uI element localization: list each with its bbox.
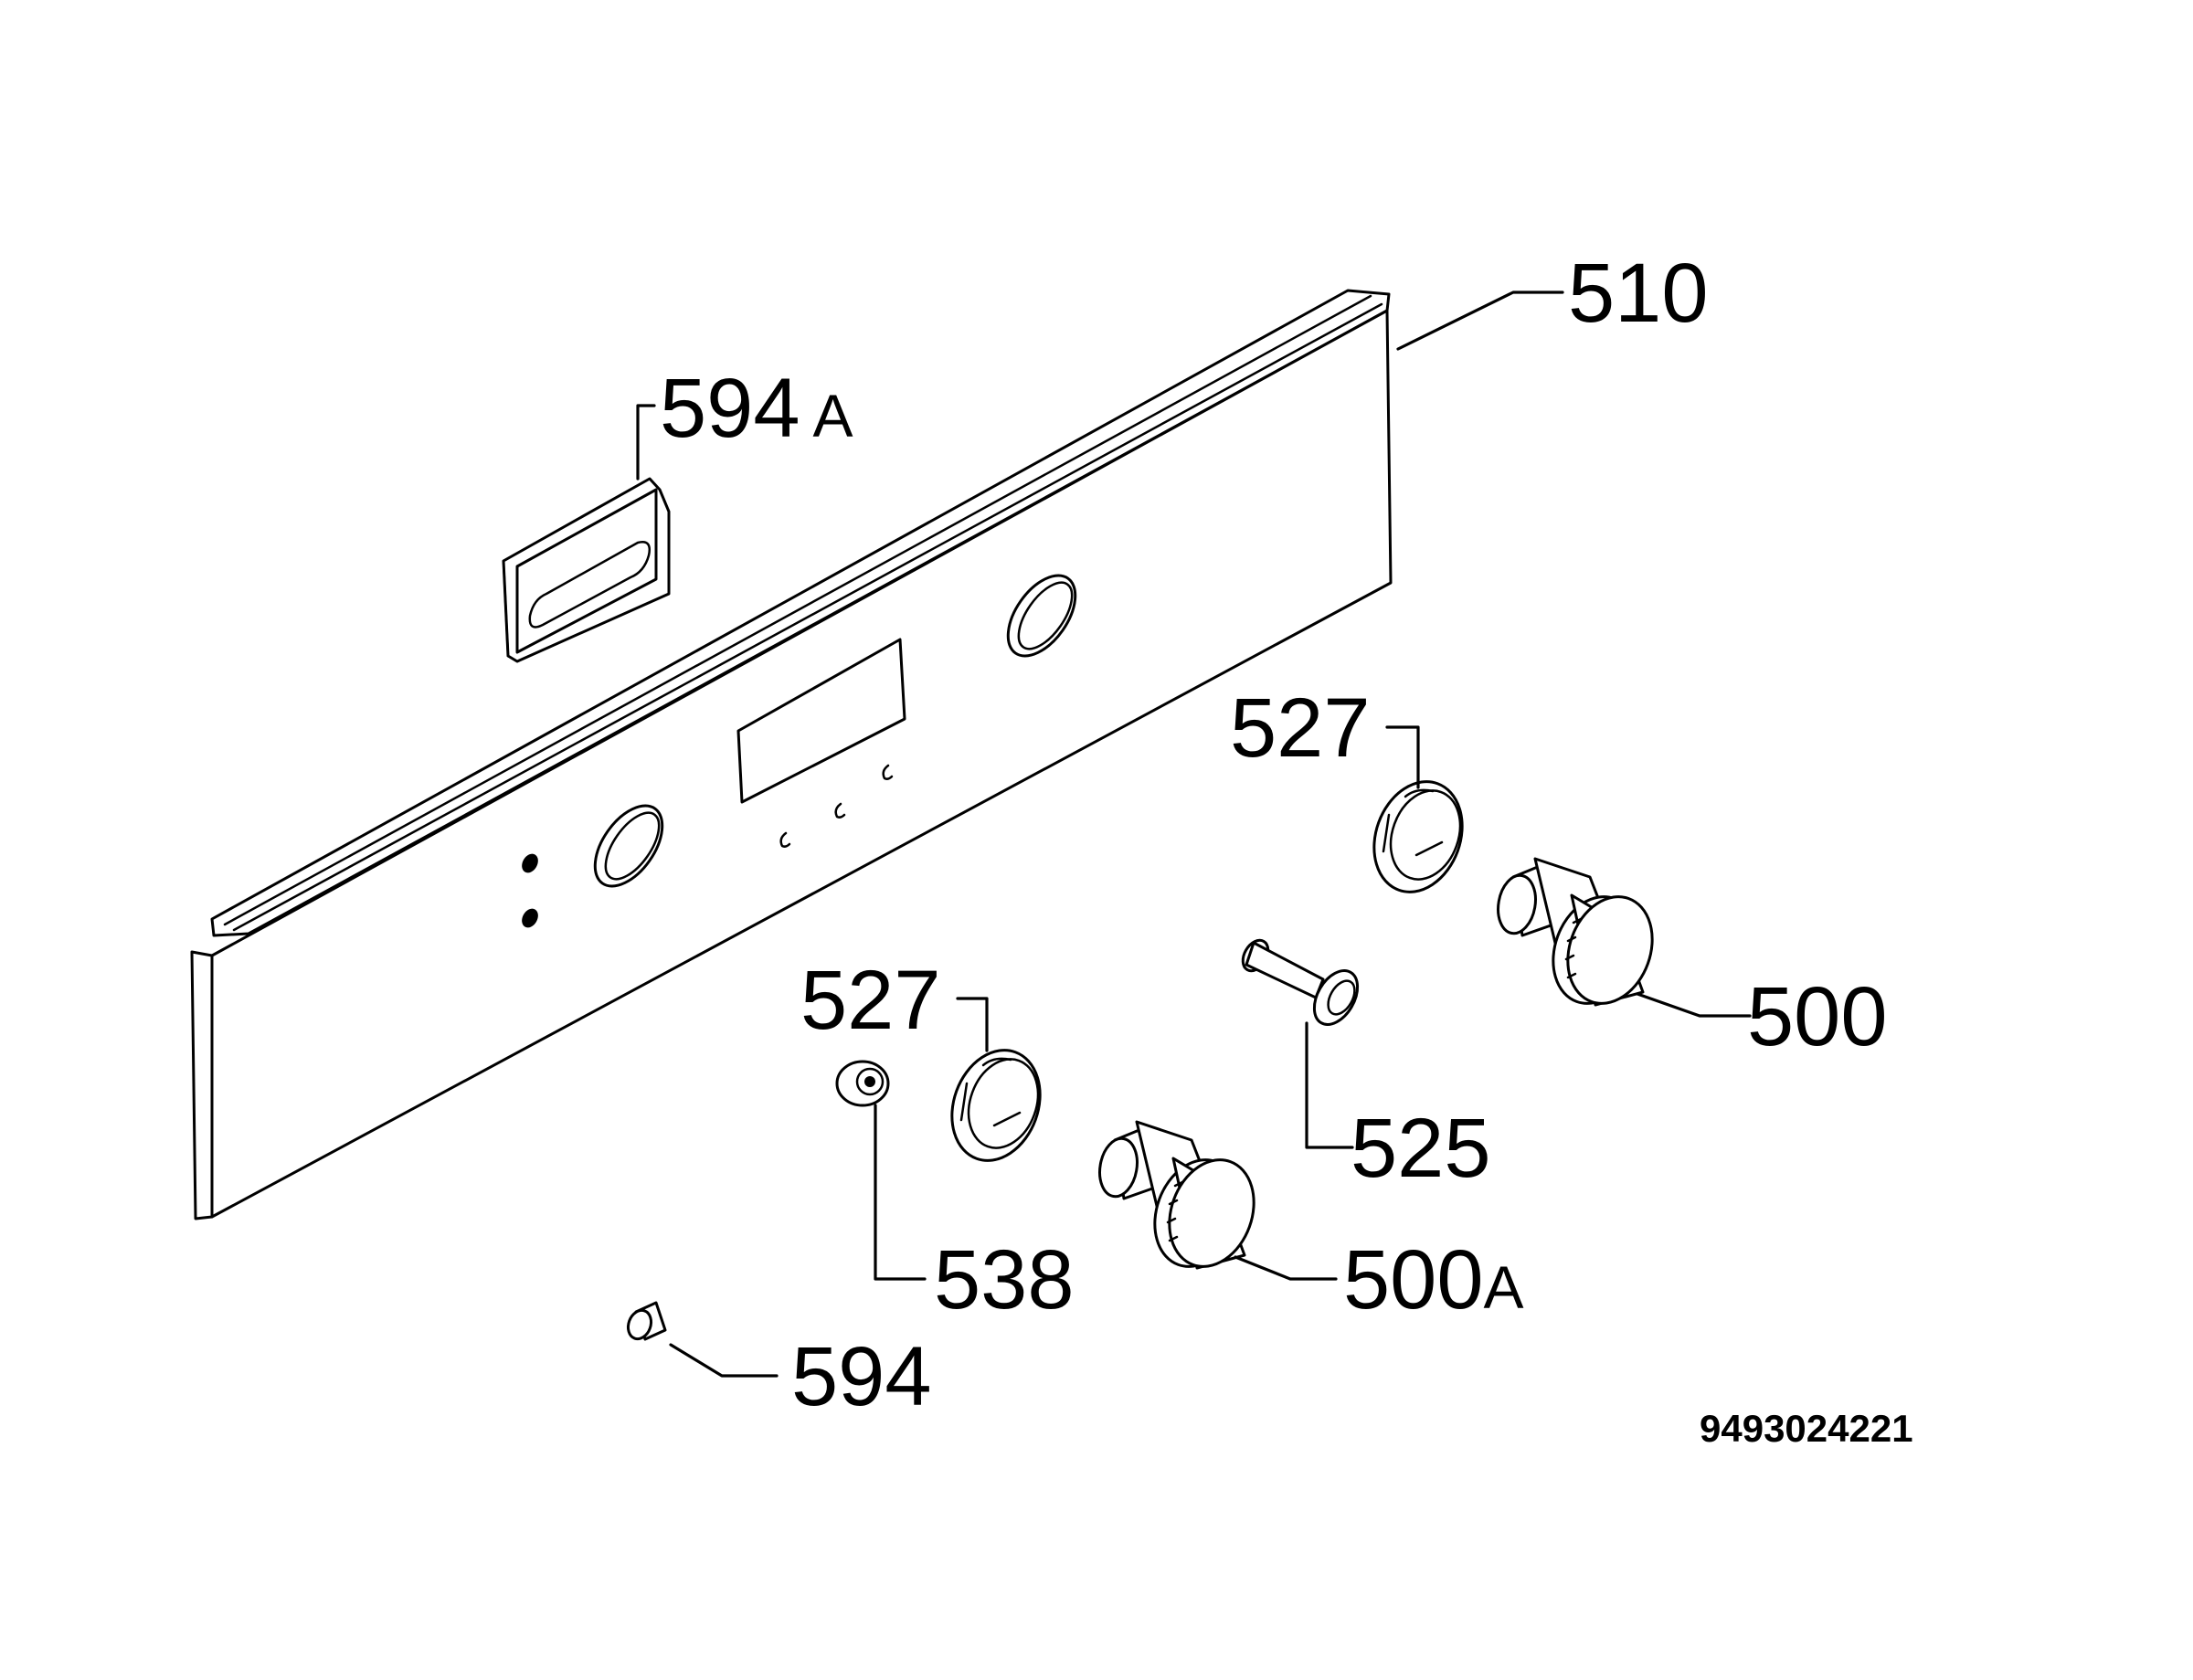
label-594: 594 (791, 1330, 932, 1423)
label-510: 510 (1568, 247, 1709, 340)
label-500: 500 (1747, 970, 1888, 1063)
label-500a: 500A (1343, 1233, 1524, 1326)
control-knob-a (1098, 1120, 1255, 1270)
label-525: 525 (1351, 1102, 1491, 1195)
leader-lines (636, 291, 1752, 1378)
knob-ring-bottom (950, 1049, 1042, 1162)
small-cap (626, 1301, 667, 1341)
label-527-bottom: 527 (800, 954, 941, 1047)
spindle-shaft (1241, 938, 1360, 1026)
bushing (835, 1060, 890, 1107)
knob-ring-top (1372, 780, 1464, 893)
label-527-top: 527 (1230, 682, 1371, 775)
label-538: 538 (934, 1233, 1075, 1326)
panel-bracket (502, 477, 671, 663)
control-panel (190, 289, 1393, 1220)
control-knob (1497, 857, 1654, 1007)
document-number: 9493024221 (1700, 1407, 1913, 1450)
